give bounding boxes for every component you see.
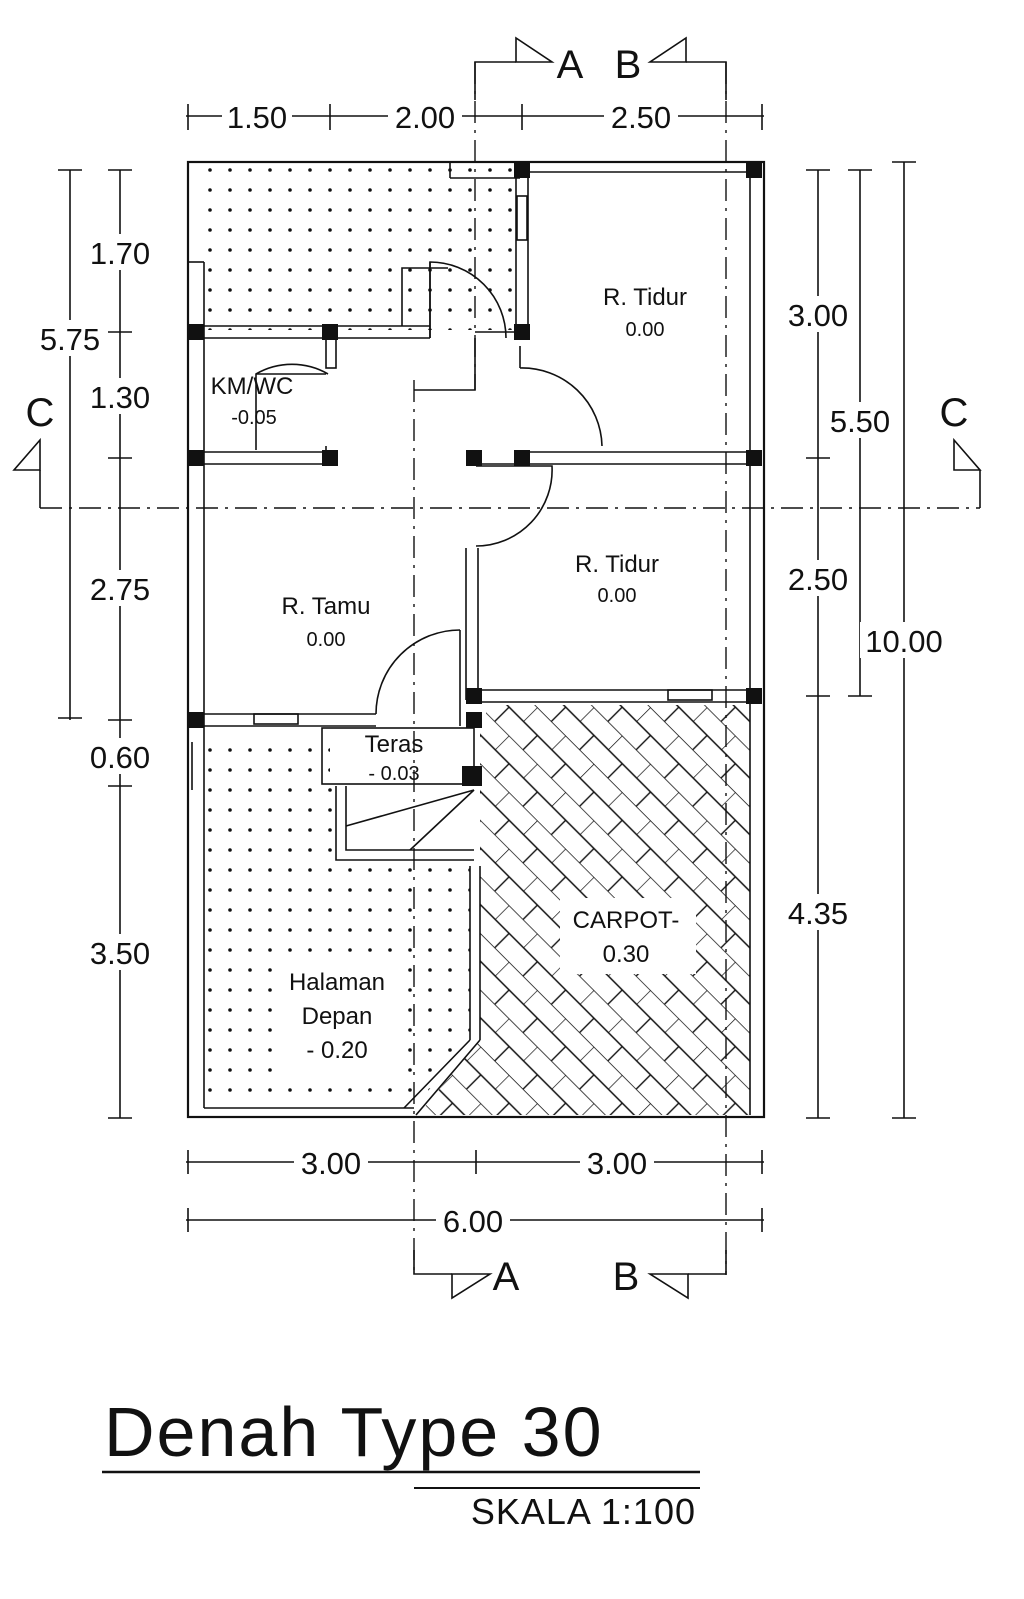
- dim-right-3: 4.35: [788, 896, 848, 931]
- dim-left-2: 1.30: [90, 380, 150, 415]
- dim-left-4: 0.60: [90, 740, 150, 775]
- room-name-teras: Teras: [365, 731, 424, 758]
- garden-front-hatch: [206, 733, 470, 1108]
- room-level-teras: - 0.03: [368, 763, 419, 785]
- drawing-scale: SKALA 1:100: [471, 1491, 696, 1532]
- room-level-tamu: 0.00: [307, 629, 346, 651]
- room-level-tidur-1: 0.00: [626, 319, 665, 341]
- section-mark-a-bottom: A: [493, 1255, 520, 1299]
- dim-right-mid: 5.50: [830, 404, 890, 439]
- dim-total-width: 6.00: [443, 1204, 503, 1239]
- room-name-halaman-1: Halaman: [289, 969, 385, 996]
- drawing-title: Denah Type 30: [104, 1393, 604, 1471]
- section-mark-c-right: C: [940, 391, 969, 435]
- dim-left-outer: 5.75: [40, 322, 100, 357]
- room-name-tamu: R. Tamu: [282, 593, 371, 620]
- dim-top-2: 2.00: [395, 100, 455, 135]
- dim-bottom-1: 3.00: [301, 1146, 361, 1181]
- dim-left-5: 3.50: [90, 936, 150, 971]
- dim-top-1: 1.50: [227, 100, 287, 135]
- garden-rear-hatch: [194, 168, 524, 330]
- dim-right-total: 10.00: [865, 624, 943, 659]
- dim-left-3: 2.75: [90, 572, 150, 607]
- room-name-carpot: CARPOT-: [573, 907, 680, 934]
- structural-columns: [188, 162, 762, 786]
- door-swings: [255, 261, 603, 715]
- section-mark-b-top: B: [615, 43, 642, 87]
- section-mark-c-left: C: [26, 391, 55, 435]
- room-labels: R. Tidur 0.00 KM/WC -0.05 R. Tidur 0.00 …: [211, 284, 687, 1064]
- room-level-halaman: - 0.20: [306, 1037, 367, 1064]
- room-name-tidur-1: R. Tidur: [603, 284, 687, 311]
- dimension-labels: 1.50 2.00 2.50 3.00 3.00 6.00 5.75 1.70 …: [36, 98, 948, 1239]
- section-mark-a-top: A: [557, 43, 584, 87]
- room-level-tidur-2: 0.00: [598, 585, 637, 607]
- section-mark-b-bottom: B: [613, 1255, 640, 1299]
- section-markers: A B A B C C: [26, 43, 969, 1299]
- room-name-halaman-2: Depan: [302, 1003, 373, 1030]
- room-name-tidur-2: R. Tidur: [575, 551, 659, 578]
- dim-bottom-2: 3.00: [587, 1146, 647, 1181]
- dim-left-1: 1.70: [90, 236, 150, 271]
- title-block: Denah Type 30 SKALA 1:100: [102, 1393, 700, 1532]
- dim-right-2: 2.50: [788, 562, 848, 597]
- room-name-kmwc: KM/WC: [211, 373, 294, 400]
- dim-right-1: 3.00: [788, 298, 848, 333]
- dim-top-3: 2.50: [611, 100, 671, 135]
- outer-walls: [186, 160, 766, 1119]
- room-level-kmwc: -0.05: [231, 407, 277, 429]
- room-level-carpot: 0.30: [603, 941, 650, 968]
- interior-walls: [191, 162, 758, 1116]
